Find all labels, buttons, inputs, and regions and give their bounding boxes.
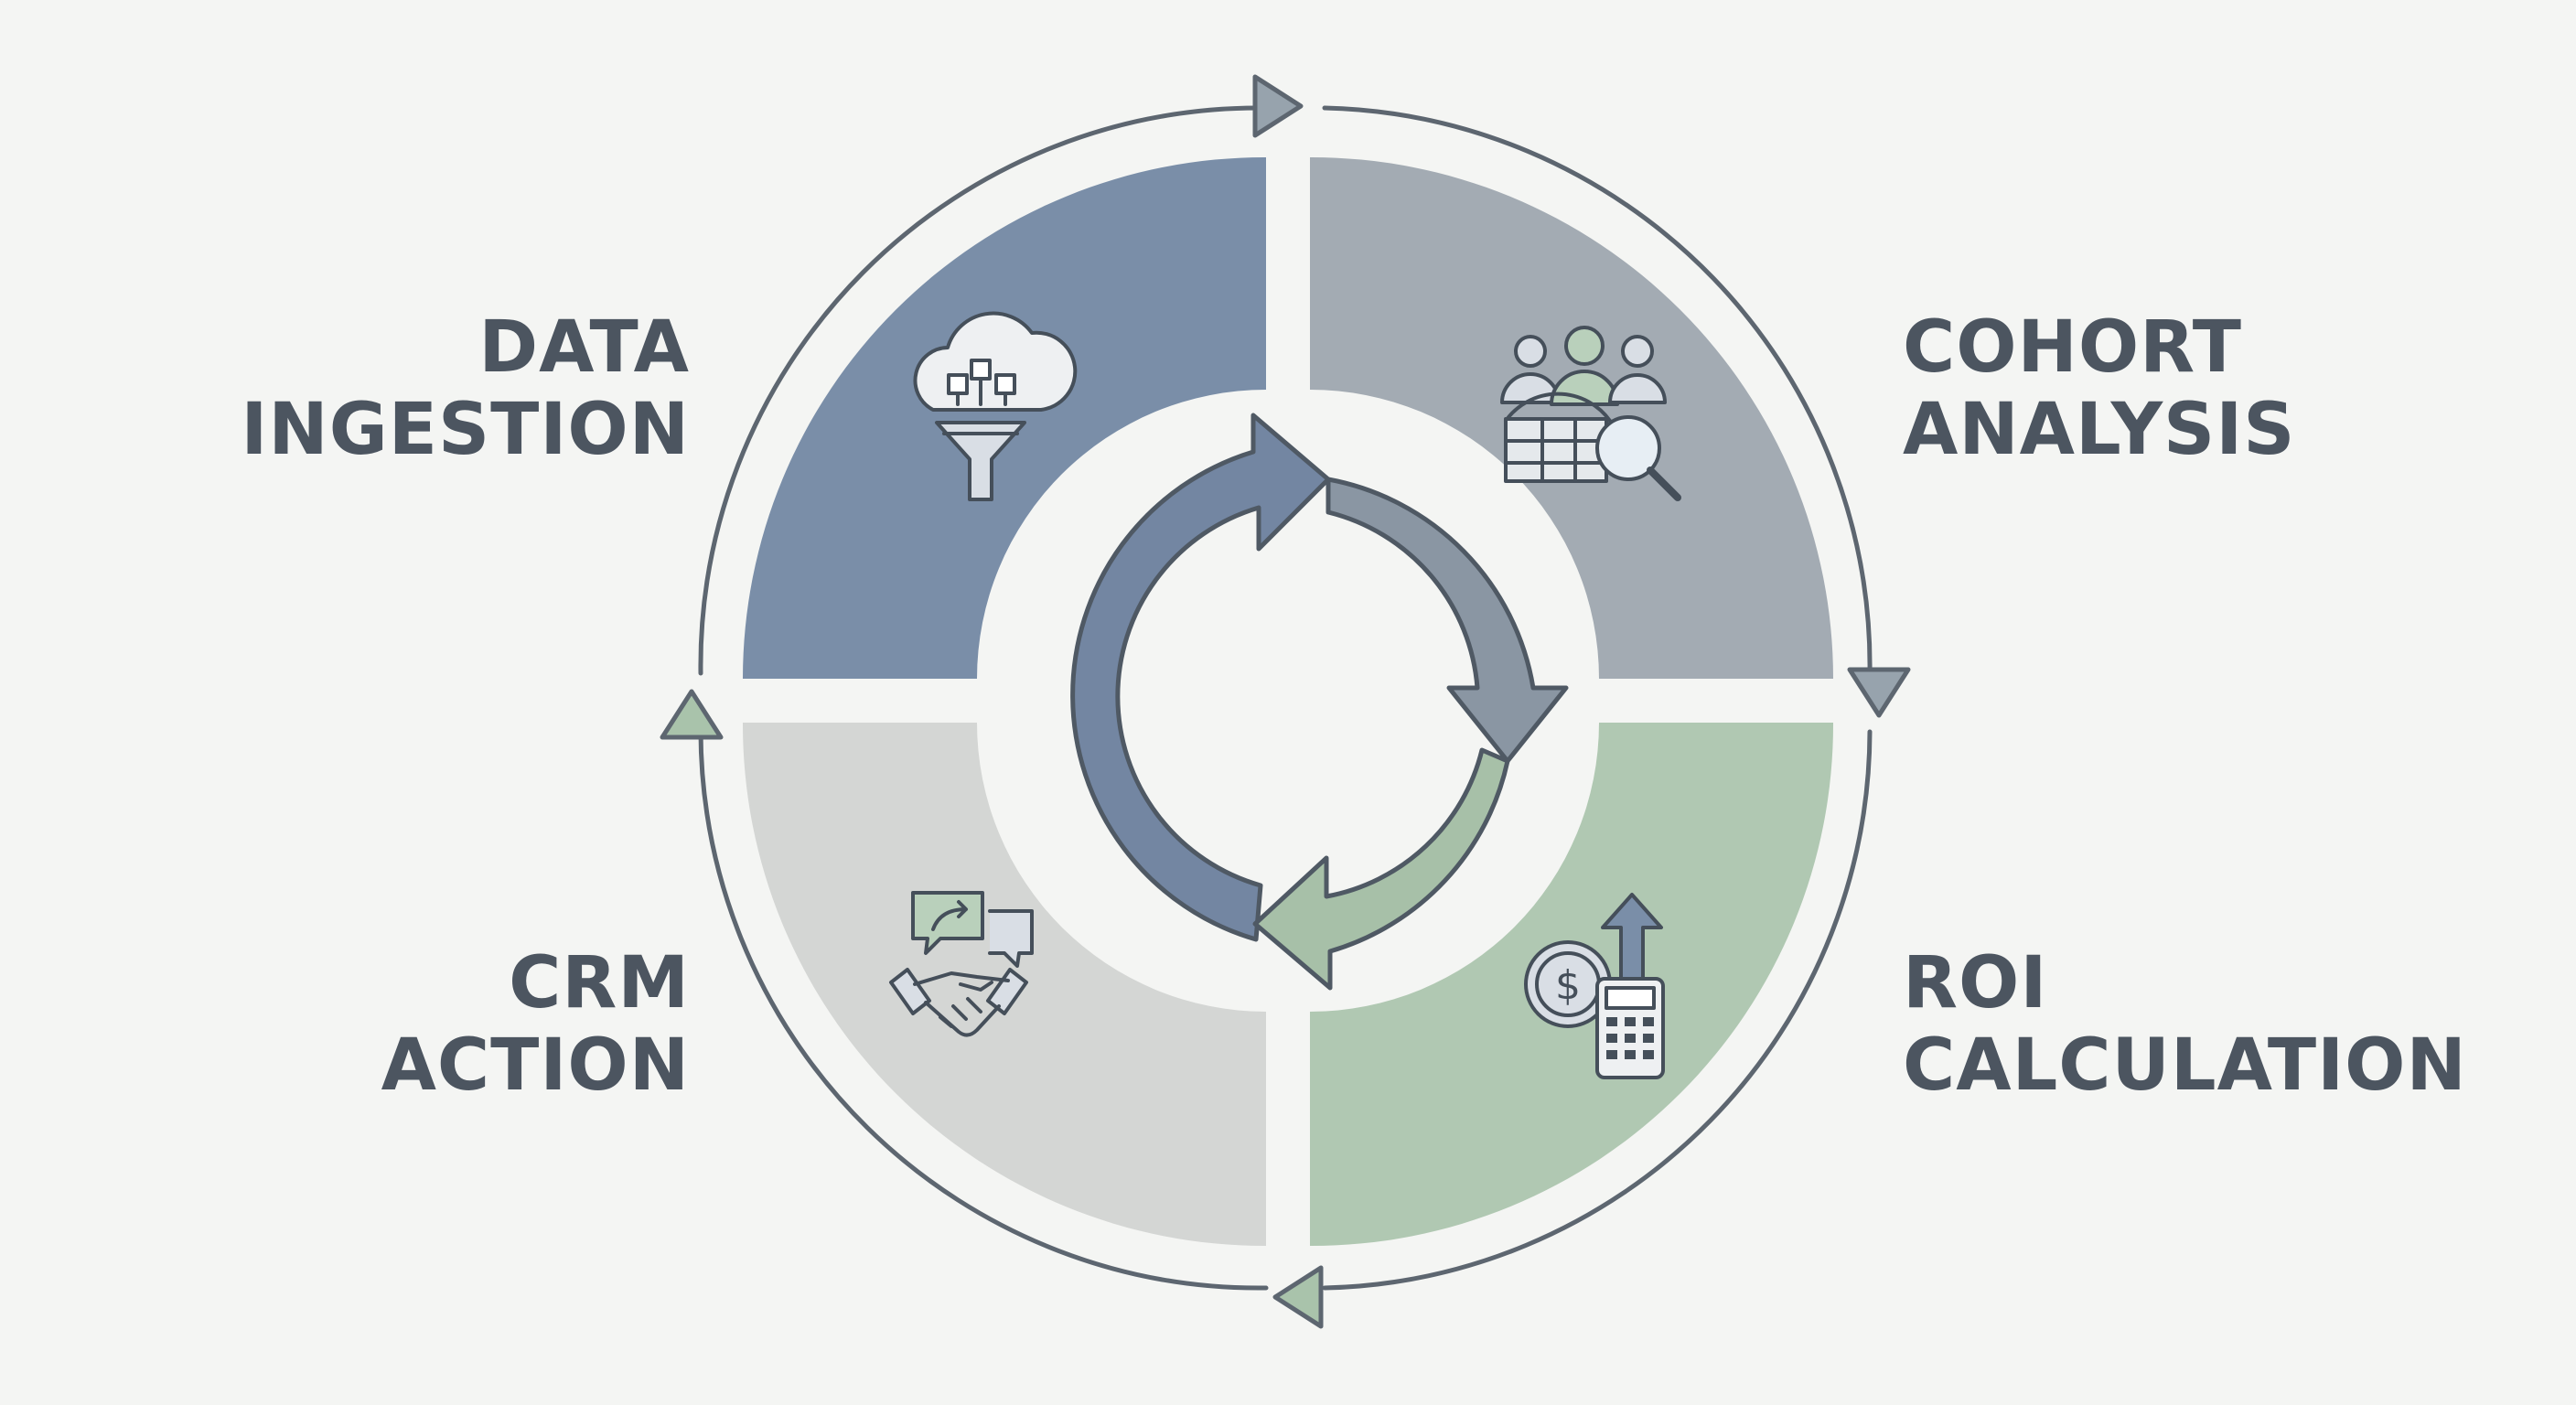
- label-data-ingestion: DATA INGESTION: [241, 306, 690, 471]
- outer-arrowhead-right: [1847, 667, 1911, 718]
- label-cohort-analysis-line2: ANALYSIS: [1903, 389, 2296, 471]
- outer-arc-bottom-left: [698, 729, 1269, 1291]
- outer-arc-top-right: [1322, 105, 1873, 676]
- outer-arrowhead-top: [1252, 74, 1304, 138]
- outer-arrowhead-bottom: [1272, 1265, 1324, 1329]
- label-cohort-analysis: COHORT ANALYSIS: [1903, 306, 2295, 471]
- money-calculator-icon: $: [1524, 893, 1665, 1079]
- inner-cycle: [1070, 413, 1569, 991]
- cloud-funnel-icon: [913, 311, 1078, 501]
- outer-ring: [698, 105, 1873, 1291]
- label-data-ingestion-line1: DATA: [478, 306, 690, 389]
- inner-arrow-gray: [1326, 477, 1569, 764]
- label-crm-action-line1: CRM: [509, 942, 690, 1024]
- inner-arrow-green: [1252, 747, 1510, 991]
- label-roi-calculation-line2: CALCULATION: [1903, 1024, 2467, 1107]
- handshake-chat-icon: [889, 891, 1034, 1037]
- label-crm-action: CRM ACTION: [381, 942, 690, 1107]
- label-roi-calculation-line1: ROI: [1903, 942, 2048, 1024]
- outer-arc-top-left: [698, 105, 1265, 676]
- svg-text:$: $: [1555, 962, 1581, 1009]
- label-roi-calculation: ROI CALCULATION: [1903, 942, 2467, 1107]
- label-crm-action-line2: ACTION: [381, 1024, 690, 1107]
- people-magnifier-icon: [1500, 326, 1681, 501]
- quadrant-data-ingestion: [743, 156, 1266, 680]
- outer-arrowhead-left: [660, 689, 724, 740]
- label-cohort-analysis-line1: COHORT: [1903, 306, 2242, 389]
- outer-arc-bottom-right: [1322, 729, 1873, 1291]
- inner-arrow-blue: [1070, 413, 1331, 942]
- label-data-ingestion-line2: INGESTION: [241, 389, 690, 471]
